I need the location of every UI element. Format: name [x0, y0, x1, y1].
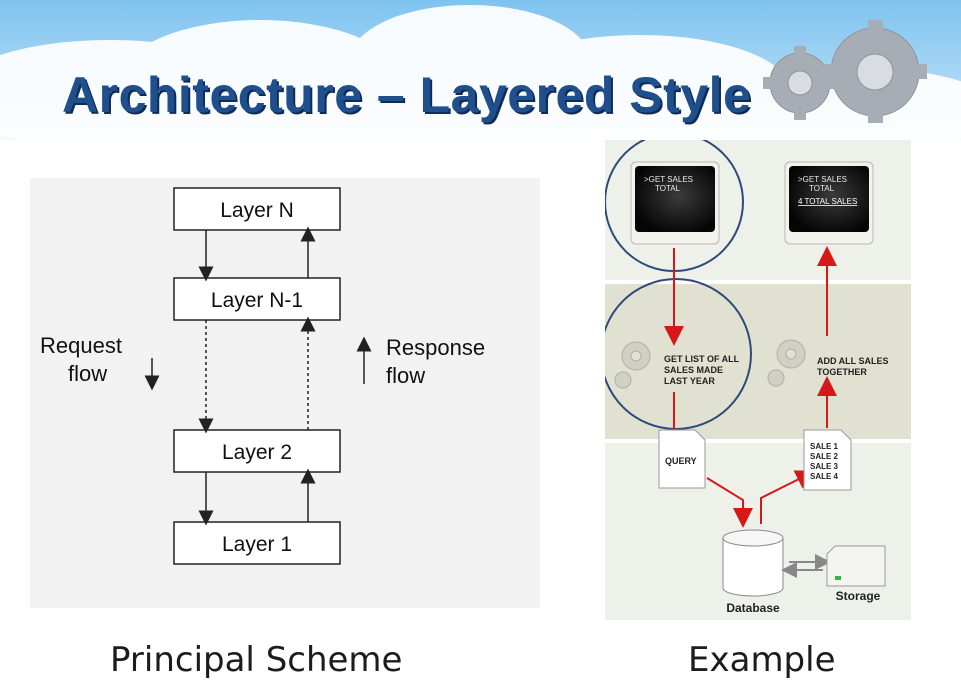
- layered-scheme-diagram: Layer N Layer N-1 Layer 2 Layer 1 Reques…: [30, 178, 540, 608]
- layer-label: Layer 2: [222, 441, 292, 464]
- query-document: QUERY: [658, 429, 706, 489]
- svg-text:>GET SALES: >GET SALES: [644, 175, 693, 184]
- svg-text:SALES MADE: SALES MADE: [664, 365, 723, 375]
- gear-icon: [769, 27, 920, 117]
- gear-icon: [614, 339, 806, 389]
- svg-text:QUERY: QUERY: [665, 456, 697, 466]
- svg-text:LAST YEAR: LAST YEAR: [664, 376, 715, 386]
- scheme-caption: Principal Scheme: [110, 640, 403, 680]
- database-icon: Database: [722, 529, 784, 615]
- example-caption: Example: [688, 640, 836, 680]
- layer-box-n-1: Layer N-1: [173, 277, 341, 321]
- monitor-right: >GET SALES TOTAL 4 TOTAL SALES: [784, 161, 874, 245]
- svg-text:Database: Database: [726, 601, 780, 615]
- svg-text:ADD ALL SALES: ADD ALL SALES: [817, 356, 889, 366]
- svg-text:SALE 4: SALE 4: [810, 472, 839, 481]
- request-flow-label: Request flow: [40, 333, 160, 391]
- svg-text:TOTAL: TOTAL: [655, 184, 681, 193]
- svg-text:flow: flow: [386, 363, 425, 388]
- layer-label: Layer 1: [222, 533, 292, 556]
- gear-teeth: [763, 20, 927, 123]
- monitor-left: >GET SALES TOTAL: [630, 161, 720, 245]
- svg-text:TOGETHER: TOGETHER: [817, 367, 867, 377]
- svg-text:GET LIST OF ALL: GET LIST OF ALL: [664, 354, 740, 364]
- svg-text:>GET SALES: >GET SALES: [798, 175, 847, 184]
- layer-box-n: Layer N: [173, 187, 341, 231]
- layer-box-1: Layer 1: [173, 521, 341, 565]
- highlight-circle-step: [605, 278, 752, 430]
- svg-text:4 TOTAL SALES: 4 TOTAL SALES: [798, 197, 857, 206]
- svg-text:Request: Request: [40, 333, 122, 358]
- layer-box-2: Layer 2: [173, 429, 341, 473]
- svg-text:SALE 2: SALE 2: [810, 452, 839, 461]
- svg-text:SALE 1: SALE 1: [810, 442, 839, 451]
- layer-label: Layer N: [220, 199, 294, 222]
- svg-text:SALE 3: SALE 3: [810, 462, 839, 471]
- svg-text:Storage: Storage: [836, 589, 881, 603]
- response-flow-label: Response flow: [356, 335, 485, 388]
- layer-label: Layer N-1: [211, 289, 303, 312]
- step-left-text: GET LIST OF ALL SALES MADE LAST YEAR: [664, 354, 740, 386]
- example-diagram: >GET SALES TOTAL >GET SALES TOTAL 4 TOTA…: [605, 140, 911, 620]
- storage-icon: Storage: [826, 545, 886, 603]
- svg-text:Response: Response: [386, 335, 485, 360]
- slide-title: Architecture – Layered Style: [62, 67, 752, 123]
- svg-text:TOTAL: TOTAL: [809, 184, 835, 193]
- sales-document: SALE 1 SALE 2 SALE 3 SALE 4: [803, 429, 852, 491]
- svg-text:flow: flow: [68, 361, 107, 386]
- flow-arrow-from-db: [760, 470, 816, 524]
- step-right-text: ADD ALL SALES TOGETHER: [817, 356, 889, 377]
- flow-arrow-to-db: [706, 477, 753, 528]
